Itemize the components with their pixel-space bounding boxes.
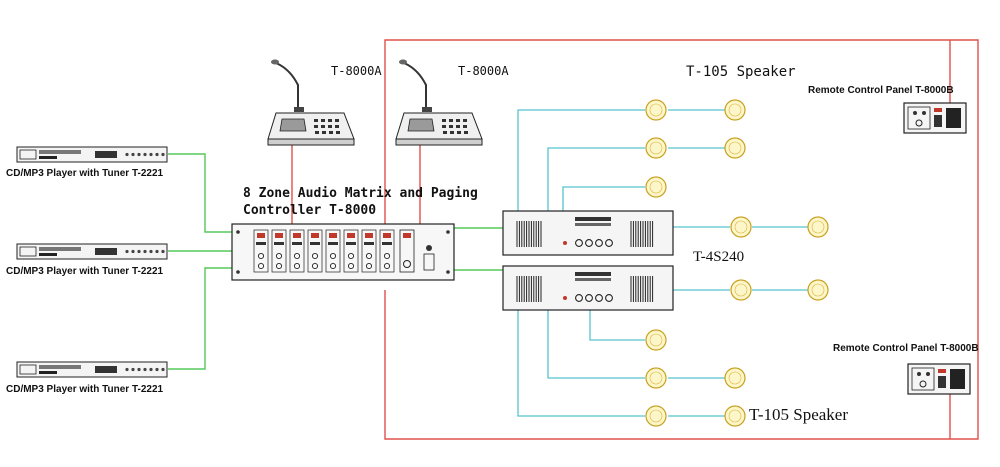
matrix-title-line1: 8 Zone Audio Matrix and Paging [243, 186, 478, 201]
cyan-line-2 [547, 147, 645, 212]
cyan-line-7 [547, 307, 645, 379]
ceiling-speaker-icon [724, 99, 746, 121]
audio-input-wiring [168, 153, 503, 370]
speaker-inner-rings [649, 103, 825, 423]
cyan-line-3 [562, 186, 645, 212]
ceiling-speaker-icon [645, 99, 667, 121]
ceiling-speaker-icon [730, 216, 752, 238]
red-loop-outer [384, 39, 979, 440]
matrix-title-line2: Controller T-8000 [243, 203, 377, 218]
cd-mp3-player-rack-icon [16, 243, 168, 260]
green-wire-player3 [168, 267, 232, 370]
remote-panel-top-label: Remote Control Panel T-8000B [808, 85, 954, 96]
ceiling-speaker-icon [730, 279, 752, 301]
cyan-line-1 [517, 109, 645, 212]
audio-matrix-controller-icon [231, 223, 455, 281]
mic2-label: T-8000A [458, 64, 509, 78]
speaker-bottom-label: T-105 Speaker [749, 405, 848, 424]
ceiling-speaker-icon [807, 279, 829, 301]
cyan-line-6 [589, 307, 645, 341]
remote-control-wiring [291, 39, 979, 440]
power-amplifier-icon [502, 210, 674, 256]
remote-control-panel-icon [907, 363, 971, 395]
player1-label: CD/MP3 Player with Tuner T-2221 [6, 168, 164, 179]
ceiling-speaker-icon [645, 405, 667, 427]
remote-panel-bottom-label: Remote Control Panel T-8000B [833, 343, 979, 354]
mic1-label: T-8000A [331, 64, 382, 78]
remote-control-panel-icon [903, 102, 967, 134]
power-amplifier-icon [502, 265, 674, 311]
ceiling-speaker-icon [645, 329, 667, 351]
ceiling-speaker-icon [807, 216, 829, 238]
green-wire-player1 [168, 153, 232, 233]
player2-label: CD/MP3 Player with Tuner T-2221 [6, 266, 164, 277]
ceiling-speaker-icon [724, 137, 746, 159]
speaker-top-label: T-105 Speaker [686, 64, 796, 80]
amplifier-label: T-4S240 [693, 249, 745, 265]
cd-mp3-player-rack-icon [16, 361, 168, 378]
ceiling-speaker-icon [645, 137, 667, 159]
speaker-group [645, 99, 829, 427]
ceiling-speaker-icon [645, 367, 667, 389]
ceiling-speaker-icon [645, 176, 667, 198]
speaker-wiring [517, 109, 808, 417]
ceiling-speaker-icon [724, 405, 746, 427]
cyan-line-8 [517, 307, 645, 417]
player3-label: CD/MP3 Player with Tuner T-2221 [6, 384, 164, 395]
ceiling-speaker-icon [724, 367, 746, 389]
paging-microphone-console-icon [267, 59, 355, 146]
cd-mp3-player-rack-icon [16, 146, 168, 163]
paging-microphone-console-icon [395, 59, 483, 146]
